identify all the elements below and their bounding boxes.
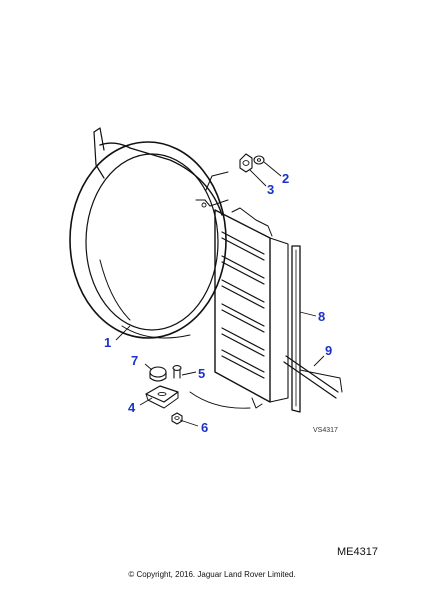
fan-cowl-shroud [69,127,229,339]
callout-5: 5 [198,366,205,381]
callout-1: 1 [104,335,111,350]
leader-lines [115,161,325,427]
copyright-notice: © Copyright, 2016. Jaguar Land Rover Lim… [128,570,296,579]
callout-9: 9 [325,343,332,358]
callout-2: 2 [282,171,289,186]
nut [239,153,253,173]
callout-7: 7 [131,353,138,368]
louvre-panel [189,207,289,409]
clip-bracket [145,385,179,409]
washer [253,155,265,165]
part-number-label: ME4317 [337,546,378,558]
grommet [149,366,167,382]
screw [172,365,182,379]
callout-3: 3 [267,182,274,197]
reference-code: VS4317 [313,427,338,434]
seal-strip [291,245,301,413]
callout-4: 4 [128,400,136,415]
rod [283,355,343,399]
lower-nut [171,412,183,425]
callout-6: 6 [201,420,208,435]
callout-8: 8 [318,309,325,324]
